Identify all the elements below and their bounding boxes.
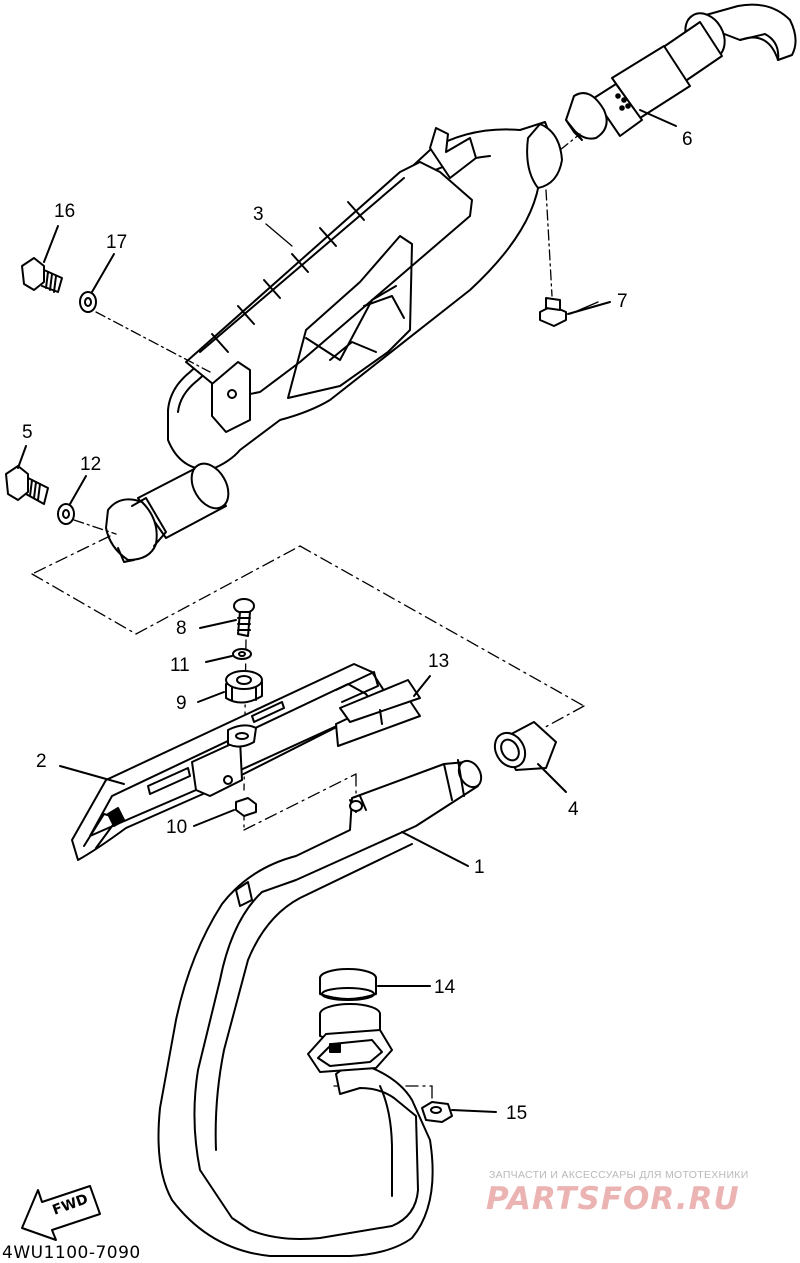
part-2-protector (59, 663, 391, 861)
part-13-tape (335, 675, 431, 747)
part-11-washer (205, 648, 252, 663)
callout-15: 15 (506, 1103, 528, 1124)
callout-1: 1 (474, 857, 485, 878)
part-10-collar (193, 797, 257, 827)
drawing-code: 4WU1100-7090 (2, 1243, 141, 1263)
watermark-logo: PARTSFOR.RU (486, 1181, 740, 1217)
part-7-nut (539, 297, 611, 327)
flange (307, 1003, 393, 1073)
part-1-exhaust-pipe (157, 759, 483, 1257)
part-16-bolt (21, 225, 63, 293)
mounting-outline (31, 535, 585, 1103)
watermark-tagline: ЗАПЧАСТИ И АКСЕССУАРЫ ДЛЯ МОТОТЕХНИКИ (489, 1169, 749, 1181)
callout-17: 17 (106, 232, 128, 253)
callout-13: 13 (428, 651, 450, 672)
leader-lines (265, 223, 599, 315)
callout-14: 14 (434, 977, 456, 998)
callout-9: 9 (176, 693, 187, 714)
callout-16: 16 (54, 201, 76, 222)
part-8-bolt (199, 598, 255, 637)
callout-2: 2 (36, 751, 47, 772)
callout-10: 10 (166, 817, 188, 838)
callout-12: 12 (80, 454, 102, 475)
part-9-grommet (197, 670, 263, 704)
callout-3: 3 (253, 204, 264, 225)
part-17-washer (79, 253, 115, 313)
part-5-bolt (5, 445, 49, 505)
part-12-washer (57, 475, 87, 525)
callout-6: 6 (682, 129, 693, 150)
part-4-gasket (493, 721, 567, 793)
callout-4: 4 (568, 799, 579, 820)
part-15-nut (421, 1101, 497, 1123)
part-6-tailpipe (565, 3, 797, 141)
fwd-arrow-icon (21, 1185, 101, 1241)
callout-7: 7 (617, 291, 628, 312)
assembly-lines-upper (73, 133, 581, 535)
part-3-muffler (105, 121, 563, 563)
callout-11: 11 (170, 655, 190, 676)
part-14-gasket (319, 968, 431, 1001)
callout-5: 5 (22, 422, 33, 443)
callout-8: 8 (176, 618, 187, 639)
